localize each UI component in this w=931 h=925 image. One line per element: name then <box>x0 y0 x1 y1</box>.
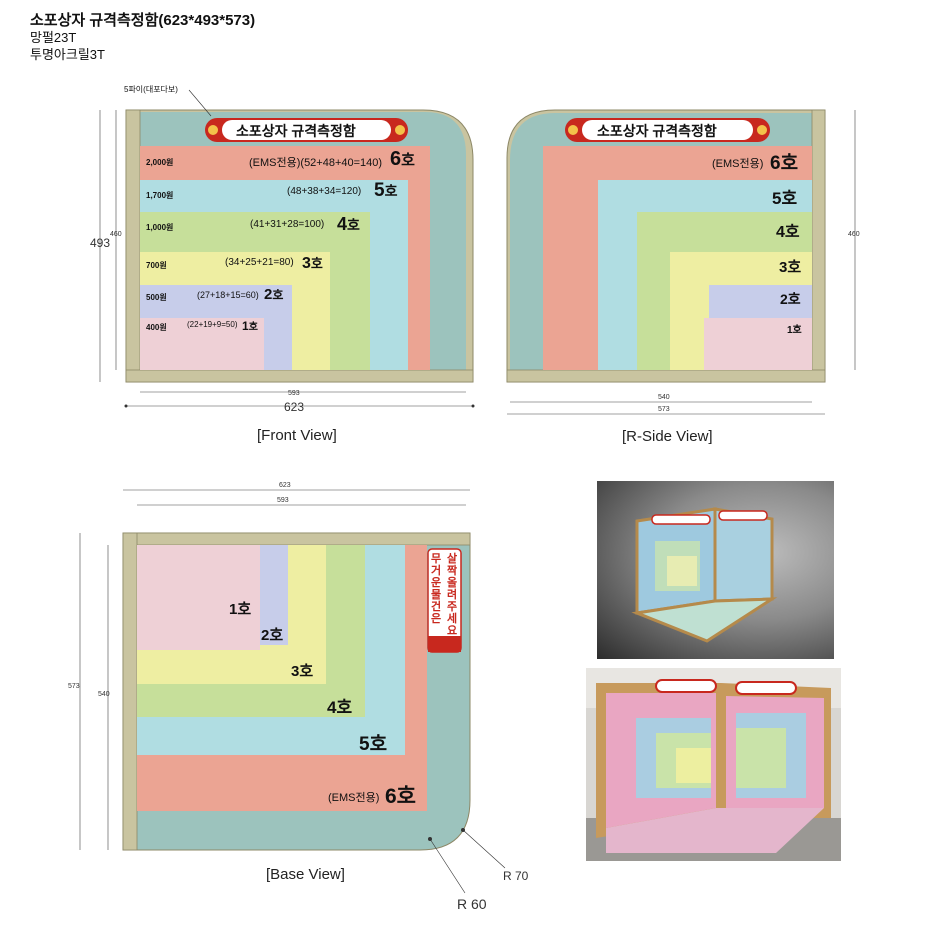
front-size-4: 4호 <box>337 214 360 234</box>
side-label-3: 3호 <box>779 259 802 276</box>
base-dim-top-outer: 623 <box>279 482 291 489</box>
side-label-ems: (EMS전용) <box>712 158 764 170</box>
front-size-1: 1호 <box>242 319 258 333</box>
front-dim-height-inner: 460 <box>110 231 122 238</box>
front-size-2: 2호 <box>264 286 284 303</box>
base-label-3: 3호 <box>291 663 314 680</box>
front-view <box>99 89 475 408</box>
front-price-2: 500원 <box>146 293 167 302</box>
front-size-6: 6호 <box>390 148 415 170</box>
radius-inner-label: R 60 <box>457 896 487 912</box>
side-label-4: 4호 <box>776 224 800 241</box>
base-zone-1 <box>137 545 260 650</box>
front-size-3: 3호 <box>302 255 323 272</box>
front-dim-width-inner: 593 <box>288 390 300 397</box>
front-formula-6: (EMS전용)(52+48+40=140) <box>249 157 383 169</box>
side-label-1: 1호 <box>787 325 802 336</box>
base-view-caption: [Base View] <box>266 866 345 883</box>
base-dim-left-outer: 573 <box>68 683 80 690</box>
side-label-6: 6호 <box>770 153 799 174</box>
side-label-2: 2호 <box>780 291 801 307</box>
front-formula-3: (34+25+21=80) <box>225 257 294 268</box>
base-dim-left-inner: 540 <box>98 691 110 698</box>
side-dim-height: 460 <box>848 231 860 238</box>
base-label-1: 1호 <box>229 601 252 618</box>
spec-line-2: 투명아크릴3T <box>30 47 105 62</box>
base-label-2: 2호 <box>261 627 284 644</box>
side-dim-width-inner: 540 <box>658 394 670 401</box>
front-view-caption: [Front View] <box>257 427 337 444</box>
front-formula-2: (27+18+15=60) <box>197 290 259 300</box>
side-banner <box>565 118 770 142</box>
base-label-ems: (EMS전용) <box>328 792 380 804</box>
pipe-note: 5파이(대포다보) <box>124 85 178 94</box>
front-formula-4: (41+31+28=100) <box>250 219 325 230</box>
spec-line-1: 망펄23T <box>30 30 77 45</box>
base-dim-top-inner: 593 <box>277 497 289 504</box>
notice-text-col1: 살짝 올려주세요 <box>447 553 458 637</box>
radius-outer-label: R 70 <box>503 869 529 883</box>
side-banner-text: 소포상자 규격측정함 <box>597 123 717 139</box>
front-price-6: 2,000원 <box>146 158 174 167</box>
side-view-caption: [R-Side View] <box>622 428 713 445</box>
front-price-3: 700원 <box>146 261 167 270</box>
front-dim-width-outer: 623 <box>284 400 305 414</box>
side-view <box>506 109 856 415</box>
side-zone-1 <box>704 318 812 370</box>
base-label-6: 6호 <box>385 785 416 808</box>
base-view <box>79 489 506 894</box>
front-banner <box>205 118 408 142</box>
side-dim-width-outer: 573 <box>658 406 670 413</box>
front-size-5: 5호 <box>374 180 398 201</box>
front-banner-text: 소포상자 규격측정함 <box>236 123 356 139</box>
front-price-4: 1,000원 <box>146 223 174 232</box>
side-label-5: 5호 <box>772 189 798 208</box>
notice-text-col2: 무거운 물건은 <box>431 553 442 625</box>
front-price-5: 1,700원 <box>146 191 174 200</box>
page-title: 소포상자 규격측정함(623*493*573) <box>30 12 256 29</box>
product-photo <box>586 668 841 861</box>
render-3d-image <box>597 481 834 659</box>
base-label-4: 4호 <box>327 698 353 717</box>
front-price-1: 400원 <box>146 323 167 332</box>
front-zone-1 <box>140 318 264 370</box>
base-label-5: 5호 <box>359 734 388 755</box>
front-formula-5: (48+38+34=120) <box>287 186 362 197</box>
front-formula-1: (22+19+9=50) <box>187 320 238 329</box>
front-dim-height-outer: 493 <box>90 236 111 250</box>
